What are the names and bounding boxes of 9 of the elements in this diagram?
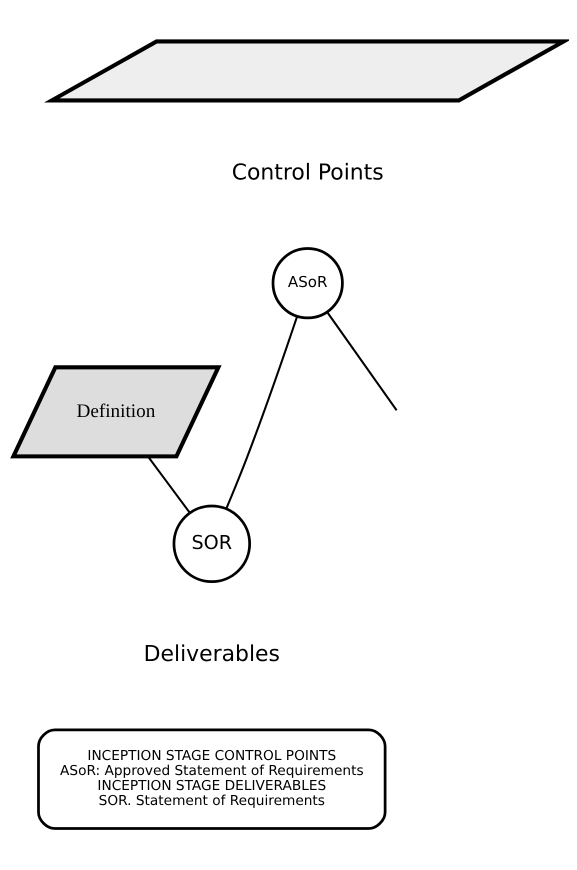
connector [147, 456, 190, 514]
connector [326, 312, 398, 411]
node-box: INCEPTION STAGE CONTROL POINTS ASoR: Approved Statement of Requirements INCEPTION STAGE DELIVERABLES SOR. Statement of Requirements [37, 728, 386, 830]
label: Control Points [232, 160, 384, 186]
node-parallelogram [44, 39, 569, 102]
node-circle: SOR [172, 504, 252, 584]
node-circle: ASoR [272, 247, 344, 320]
connector [226, 316, 298, 509]
label: Deliverables [144, 642, 280, 668]
